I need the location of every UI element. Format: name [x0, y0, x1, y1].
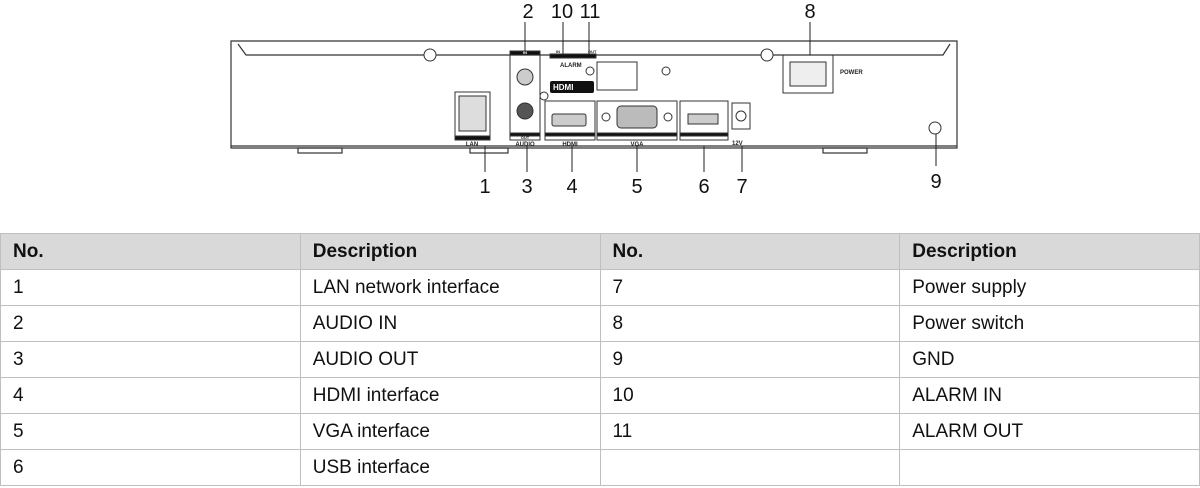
description-cell: [899, 449, 1200, 486]
description-cell: LAN network interface: [299, 269, 601, 306]
power-label: POWER: [840, 70, 863, 76]
number-cell: 8: [599, 305, 901, 342]
header-description: Description: [899, 233, 1200, 270]
description-cell: Power switch: [899, 305, 1200, 342]
power-switch: [782, 54, 834, 94]
hdmi-logo-text: HDMI: [553, 83, 573, 92]
callout-10: 10: [551, 1, 573, 23]
number-cell: 10: [599, 377, 901, 414]
callout-1: 1: [479, 176, 490, 198]
lan-port: [454, 91, 491, 141]
power-jack: [731, 102, 751, 130]
hdmi-logo: [550, 81, 594, 93]
number-cell: 7: [599, 269, 901, 306]
callout-4: 4: [566, 176, 577, 198]
number-cell: 3: [0, 341, 301, 378]
number-cell: 4: [0, 377, 301, 414]
description-cell: ALARM IN: [899, 377, 1200, 414]
12v-label: 12V: [732, 141, 743, 147]
number-cell: [599, 449, 901, 486]
screw-icons: [423, 48, 942, 135]
description-cell: AUDIO IN: [299, 305, 601, 342]
number-cell: 5: [0, 413, 301, 450]
audio-label: AUDIO: [515, 142, 535, 148]
header-no: No.: [599, 233, 901, 270]
alarm-block: [549, 53, 638, 91]
number-cell: 6: [0, 449, 301, 486]
callout-5: 5: [631, 176, 642, 198]
audio-ports: [509, 50, 541, 141]
table-header-row: No. Description No. Description: [0, 233, 1200, 270]
callout-2: 2: [522, 1, 533, 23]
callout-8: 8: [804, 1, 815, 23]
vga-port: [596, 100, 678, 141]
alarm-out-label: OUT: [588, 49, 597, 54]
description-cell: AUDIO OUT: [299, 341, 601, 378]
description-cell: HDMI interface: [299, 377, 601, 414]
description-cell: GND: [899, 341, 1200, 378]
callout-11: 11: [580, 1, 601, 23]
audio-out-label: OUT: [521, 135, 530, 140]
number-cell: 11: [599, 413, 901, 450]
header-description: Description: [299, 233, 601, 270]
vga-label: VGA: [630, 142, 644, 148]
audio-in-label: IN: [523, 50, 527, 55]
hdmi-label: HDMI: [562, 142, 578, 148]
callout-3: 3: [521, 176, 532, 198]
number-cell: 1: [0, 269, 301, 306]
rear-panel-diagram: LAN IN OUT AUDIO ALARM IN OUT HDMI HDMI …: [230, 1, 958, 198]
description-cell: USB interface: [299, 449, 601, 486]
callout-7: 7: [736, 176, 747, 198]
hdmi-port: [544, 100, 596, 141]
usb-port: [679, 100, 729, 141]
callout-lines: [484, 22, 937, 172]
number-cell: 9: [599, 341, 901, 378]
description-cell: Power supply: [899, 269, 1200, 306]
lan-label: LAN: [466, 142, 478, 148]
callout-9: 9: [930, 171, 941, 193]
description-cell: VGA interface: [299, 413, 601, 450]
callout-6: 6: [698, 176, 709, 198]
alarm-label: ALARM: [560, 63, 582, 69]
number-cell: 2: [0, 305, 301, 342]
alarm-in-label: IN: [556, 49, 560, 54]
description-cell: ALARM OUT: [899, 413, 1200, 450]
header-no: No.: [0, 233, 301, 270]
